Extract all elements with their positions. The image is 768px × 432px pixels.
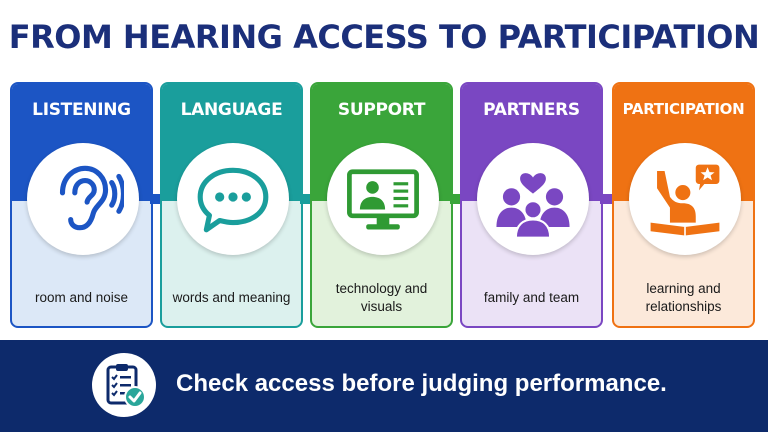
footer-banner: Check access before judging performance. xyxy=(0,340,768,432)
step-caption: learning and relationships xyxy=(645,281,722,314)
icon-circle xyxy=(327,143,439,255)
step-label: PARTNERS xyxy=(483,100,580,120)
step-label: LANGUAGE xyxy=(180,100,283,120)
step-card-participation: PARTICIPATION learning and relationships xyxy=(612,82,755,328)
step-label: PARTICIPATION xyxy=(622,100,745,118)
checklist-check-icon xyxy=(106,364,146,408)
group-heart-icon xyxy=(496,173,570,239)
step-label: LISTENING xyxy=(32,100,131,120)
footer-message: Check access before judging performance. xyxy=(176,370,667,397)
icon-circle xyxy=(629,143,741,255)
step-caption: words and meaning xyxy=(172,290,291,306)
icon-circle xyxy=(177,143,289,255)
footer-icon-circle xyxy=(92,353,156,417)
speech-bubble-icon xyxy=(197,167,269,233)
step-caption: family and team xyxy=(483,290,580,306)
page-title: FROM HEARING ACCESS TO PARTICIPATION xyxy=(8,18,760,56)
ear-icon xyxy=(59,165,124,231)
step-card-partners: PARTNERS family and team xyxy=(460,82,603,328)
raised-hand-star-icon xyxy=(650,164,720,236)
step-card-language: LANGUAGE words and meaning xyxy=(160,82,303,328)
step-caption: room and noise xyxy=(34,290,129,306)
step-card-listening: LISTENING room and noise xyxy=(10,82,153,328)
icon-circle xyxy=(477,143,589,255)
step-card-support: SUPPORT technology and visuals xyxy=(310,82,453,328)
step-label: SUPPORT xyxy=(337,100,426,120)
step-caption: technology and visuals xyxy=(335,281,428,314)
icon-circle xyxy=(27,143,139,255)
video-screen-icon xyxy=(347,169,419,230)
